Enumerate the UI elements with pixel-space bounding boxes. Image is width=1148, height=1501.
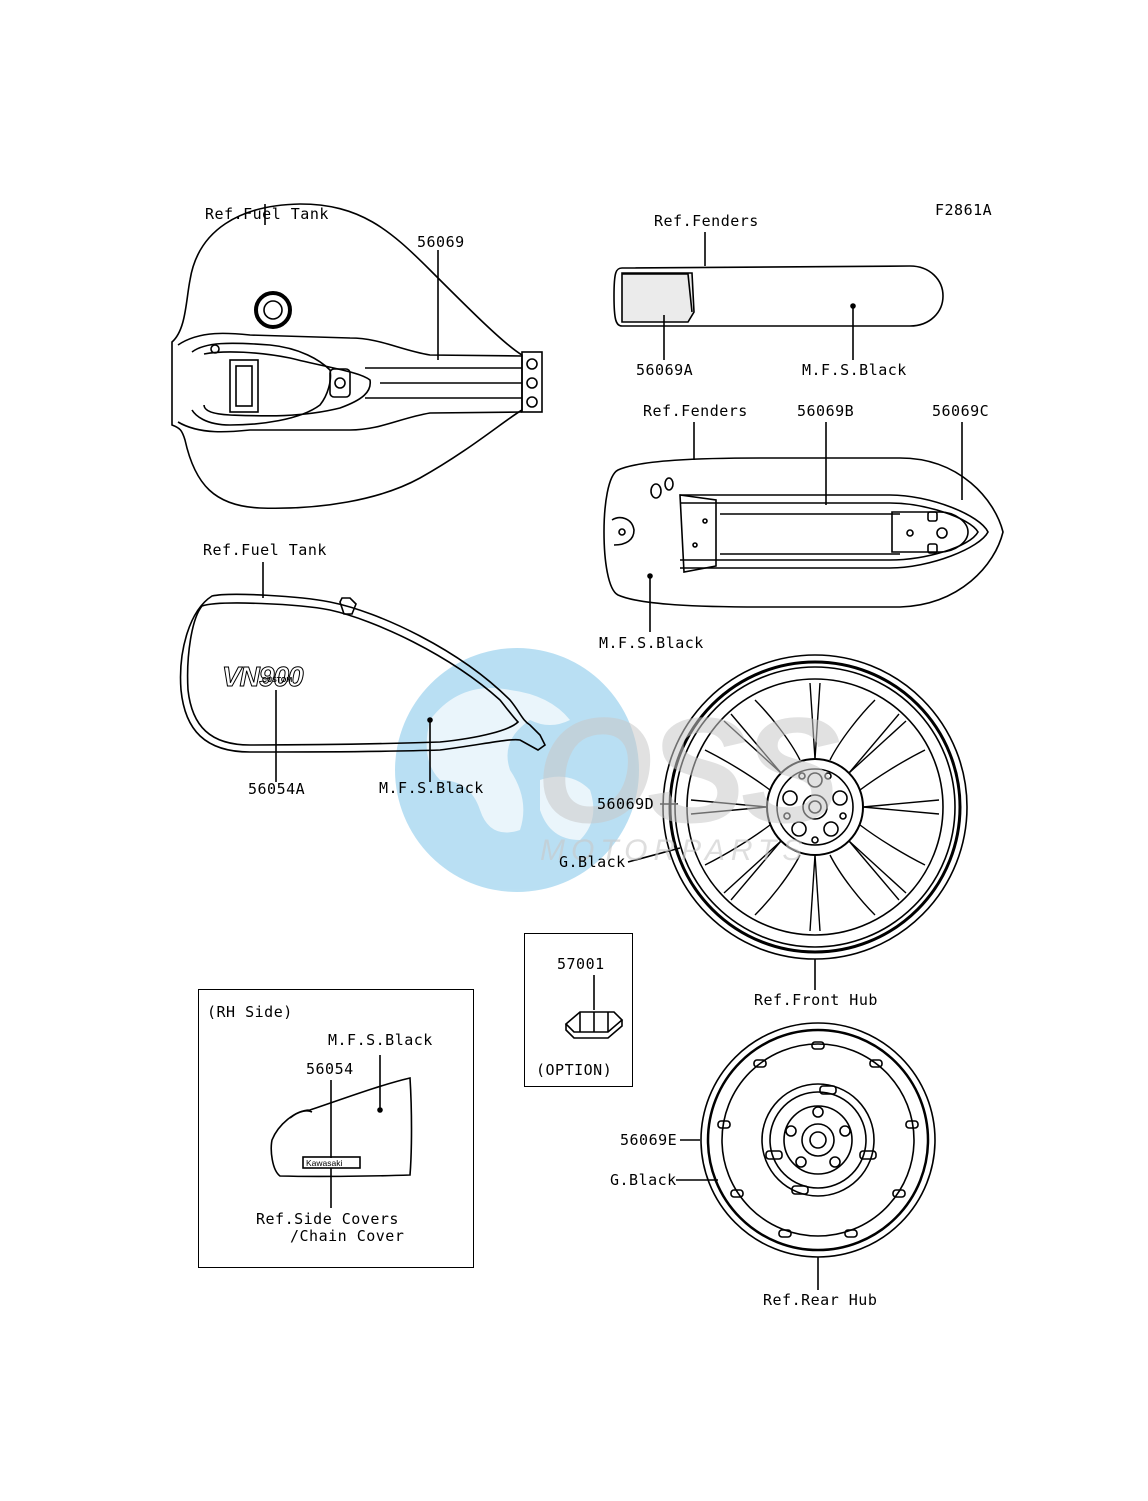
label-ref-front-hub: Ref.Front Hub <box>754 991 878 1009</box>
label-mfs-black-3: M.F.S.Black <box>379 779 484 797</box>
label-ref-fuel-tank-top: Ref.Fuel Tank <box>205 205 329 223</box>
front-wheel-view <box>627 654 968 990</box>
label-mfs-black-2: M.F.S.Black <box>599 634 704 652</box>
label-57001: 57001 <box>557 955 605 973</box>
label-option: (OPTION) <box>536 1061 613 1079</box>
tank-logo-sub: CUSTOM <box>262 677 292 684</box>
label-ref-side-covers: Ref.Side Covers <box>256 1210 399 1228</box>
rh-side-box <box>198 989 474 1268</box>
rear-wheel-rim-slots <box>717 1041 919 1238</box>
rear-hub-holes <box>785 1106 851 1168</box>
label-56069B: 56069B <box>797 402 855 420</box>
option-box <box>524 933 633 1087</box>
label-ref-fuel-tank-side: Ref.Fuel Tank <box>203 541 327 559</box>
figure-id: F2861A <box>935 201 993 219</box>
label-mfs-black-1: M.F.S.Black <box>802 361 907 379</box>
label-g-black-2: G.Black <box>610 1171 677 1189</box>
label-g-black-1: G.Black <box>559 853 626 871</box>
rear-fender-view <box>603 422 1004 632</box>
label-ref-fenders-1: Ref.Fenders <box>654 212 759 230</box>
watermark-subtitle: MOTORPARTS <box>540 834 809 867</box>
label-56069E: 56069E <box>620 1131 678 1149</box>
watermark-globe-icon <box>395 648 639 892</box>
label-56069: 56069 <box>417 233 465 251</box>
label-ref-rear-hub: Ref.Rear Hub <box>763 1291 878 1309</box>
label-rh-side: (RH Side) <box>207 1003 293 1021</box>
label-mfs-black-4: M.F.S.Black <box>328 1031 433 1049</box>
label-56069D: 56069D <box>597 795 655 813</box>
front-hub-bolts <box>782 772 848 844</box>
side-cover-logo: Kawasaki <box>306 1158 342 1168</box>
leader-g-black-1 <box>627 847 681 863</box>
tank-logo: VN900 <box>222 661 304 692</box>
watermark-logo: OSS <box>536 686 841 854</box>
label-chain-cover: /Chain Cover <box>290 1227 405 1245</box>
rear-wheel-view <box>676 1022 936 1290</box>
label-56054A: 56054A <box>248 780 306 798</box>
label-56069C: 56069C <box>932 402 990 420</box>
label-56069A: 56069A <box>636 361 694 379</box>
label-56054: 56054 <box>306 1060 354 1078</box>
front-fender-view <box>613 232 944 360</box>
fuel-tank-top-view <box>171 203 543 510</box>
option-part-57001-icon <box>564 975 624 1039</box>
side-cover-view: Kawasaki <box>270 1055 413 1208</box>
front-wheel-spokes <box>690 682 940 932</box>
label-ref-fenders-2: Ref.Fenders <box>643 402 748 420</box>
fuel-tank-side-view: VN900 CUSTOM <box>179 562 547 782</box>
